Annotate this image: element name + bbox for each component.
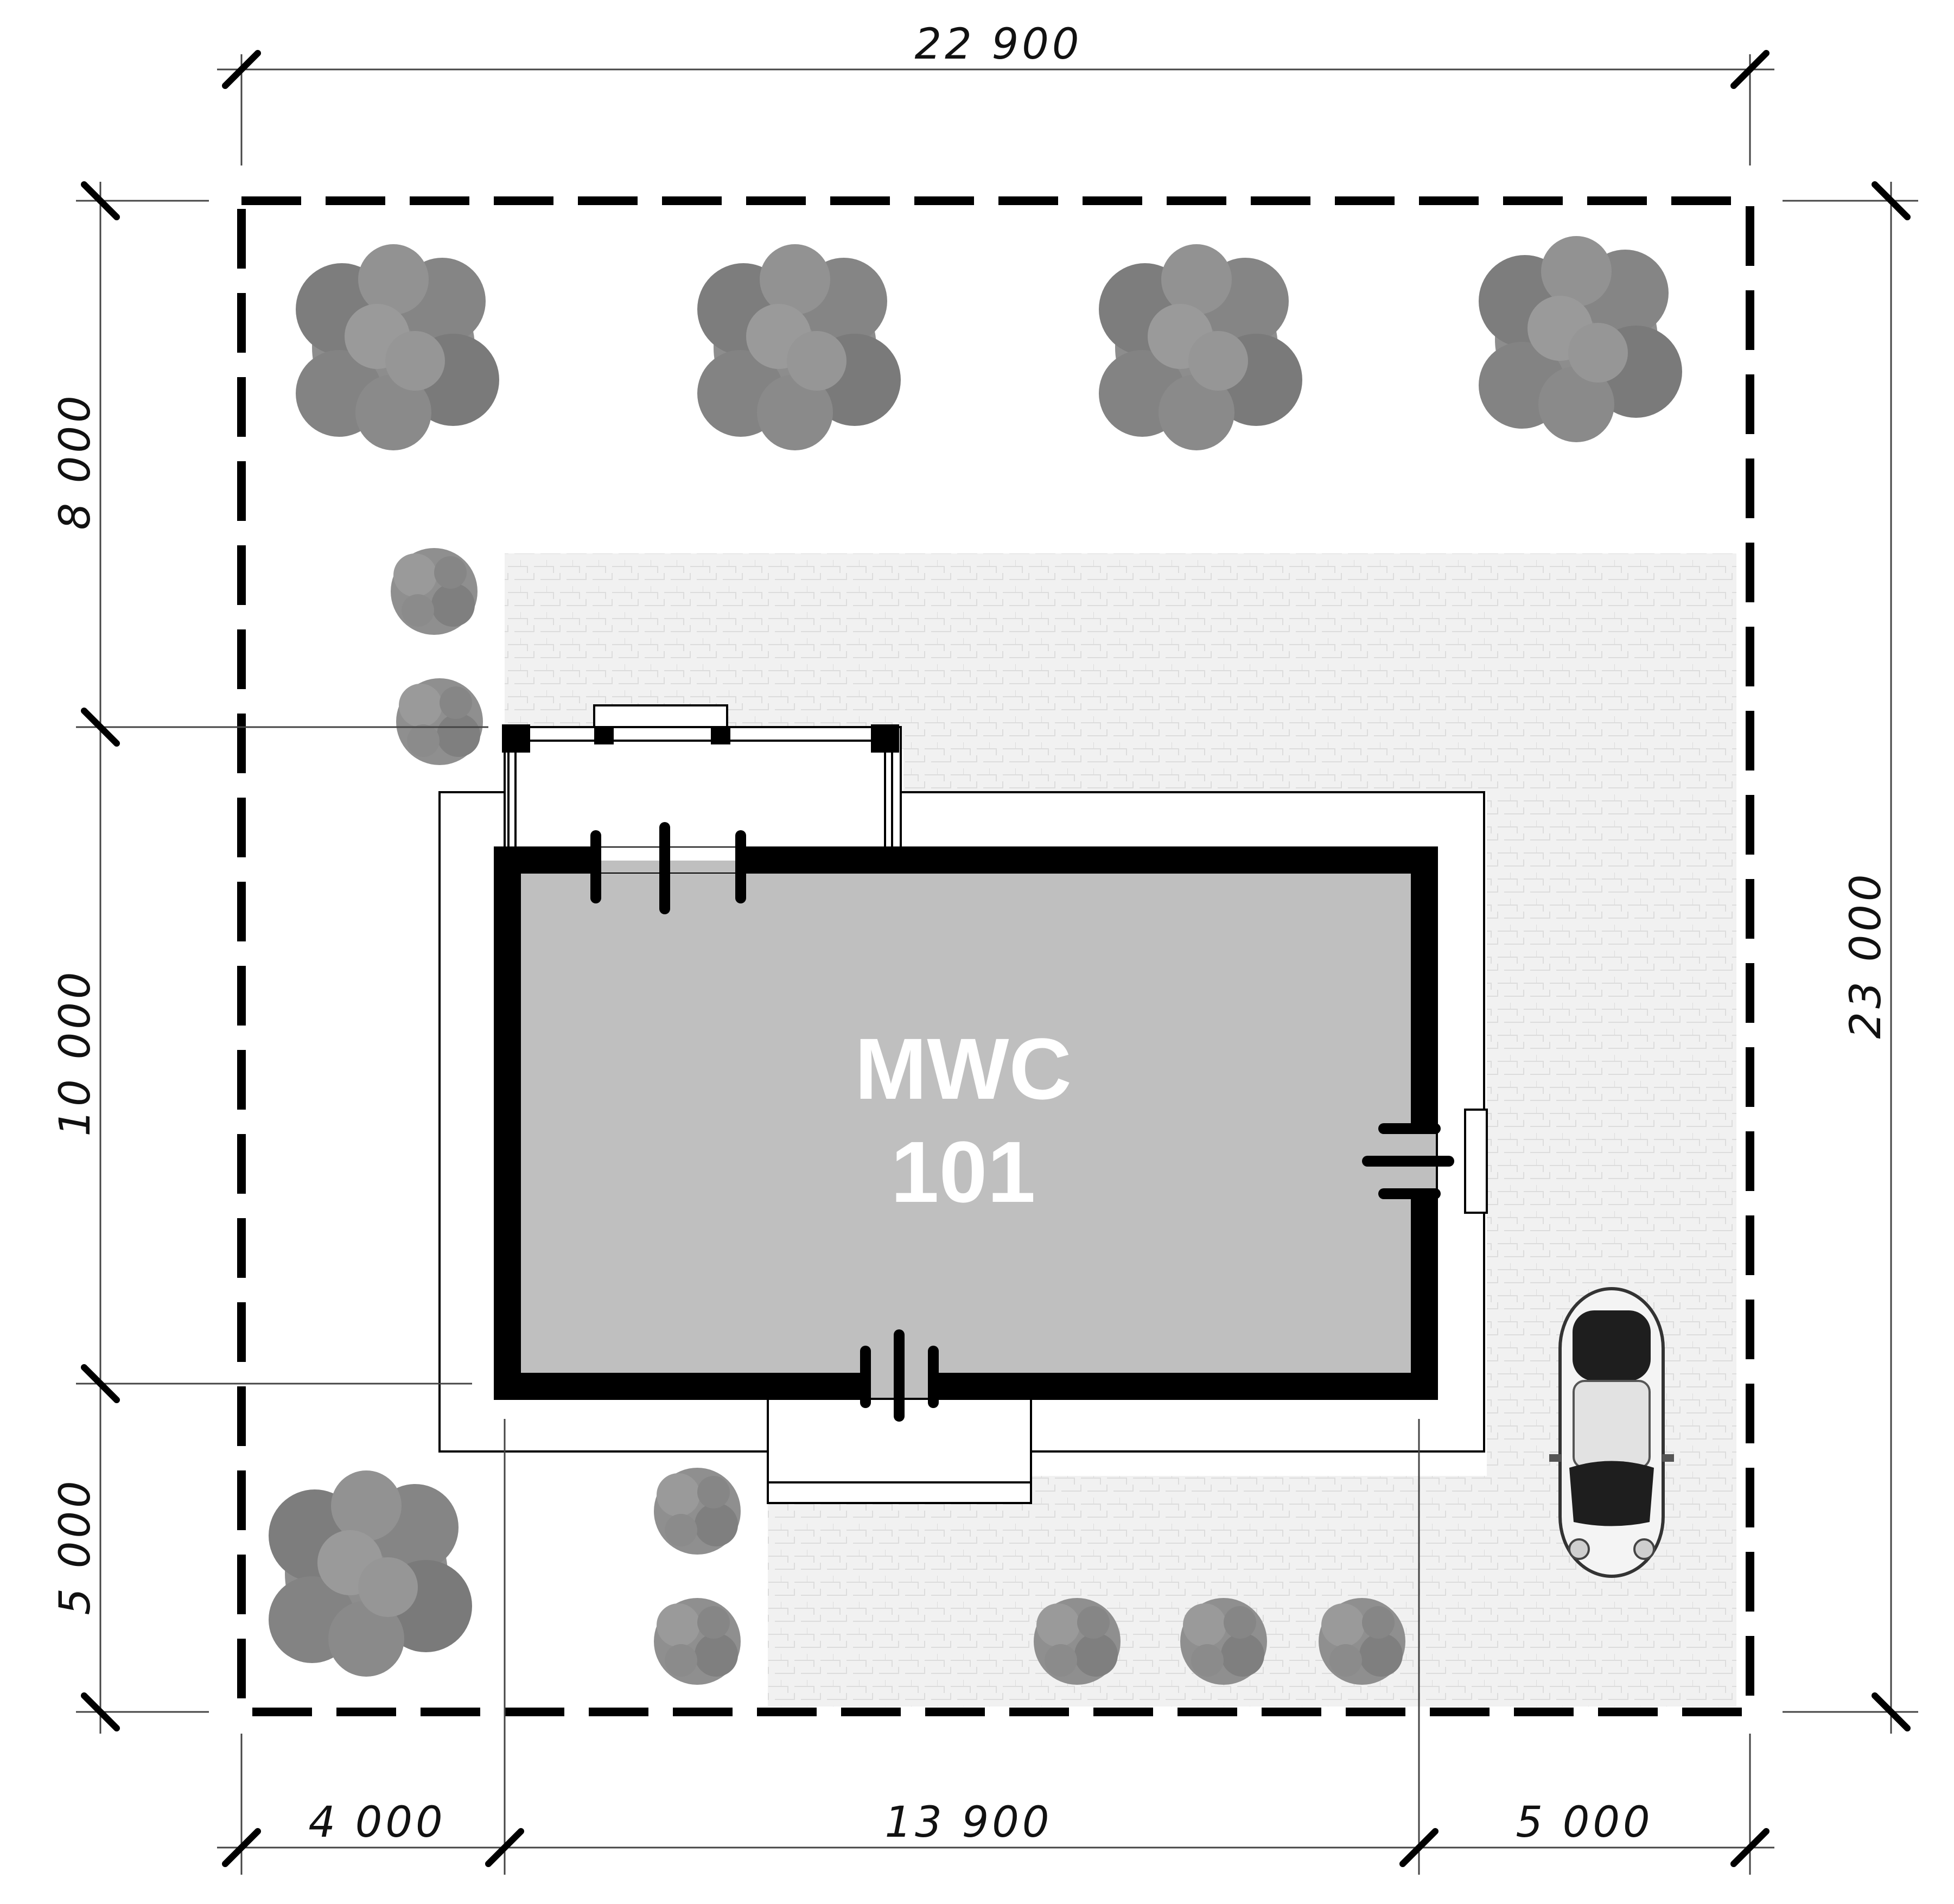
dimension-ticks (81, 50, 1911, 1867)
dim-right-total: 23 000 (1842, 871, 1891, 1039)
dim-top-total: 22 900 (915, 20, 1083, 69)
tree-icon (697, 244, 901, 450)
terrace (502, 704, 902, 864)
dim-left-lower: 5 000 (51, 1478, 100, 1615)
shrub-icon (1319, 1598, 1405, 1685)
house-code-line1: MWC (855, 1020, 1072, 1117)
door-openings (590, 822, 1454, 1422)
car-icon (1549, 1287, 1674, 1578)
paving-area (505, 553, 1736, 1706)
shrub-icon (654, 1598, 741, 1685)
dim-bottom-middle: 13 900 (885, 1798, 1053, 1847)
side-step (1464, 1109, 1488, 1214)
tree-icon (296, 244, 499, 450)
shrub-icon (654, 1468, 741, 1555)
dim-bottom-right: 5 000 (1516, 1798, 1653, 1847)
dim-bottom-left: 4 000 (308, 1798, 445, 1847)
shrub-icon (1034, 1598, 1121, 1685)
shrub-icon (391, 548, 478, 635)
dim-left-middle: 10 000 (51, 969, 100, 1137)
tree-icon (1479, 236, 1682, 442)
house-code-line2: 101 (891, 1123, 1036, 1220)
shrub-icon (396, 678, 483, 765)
tree-icon (269, 1470, 472, 1677)
dim-left-upper: 8 000 (51, 392, 100, 530)
entrance-steps (767, 1383, 1032, 1504)
dimension-lines (76, 54, 1918, 1875)
shrub-icon (1180, 1598, 1267, 1685)
tree-icon (1099, 244, 1302, 450)
